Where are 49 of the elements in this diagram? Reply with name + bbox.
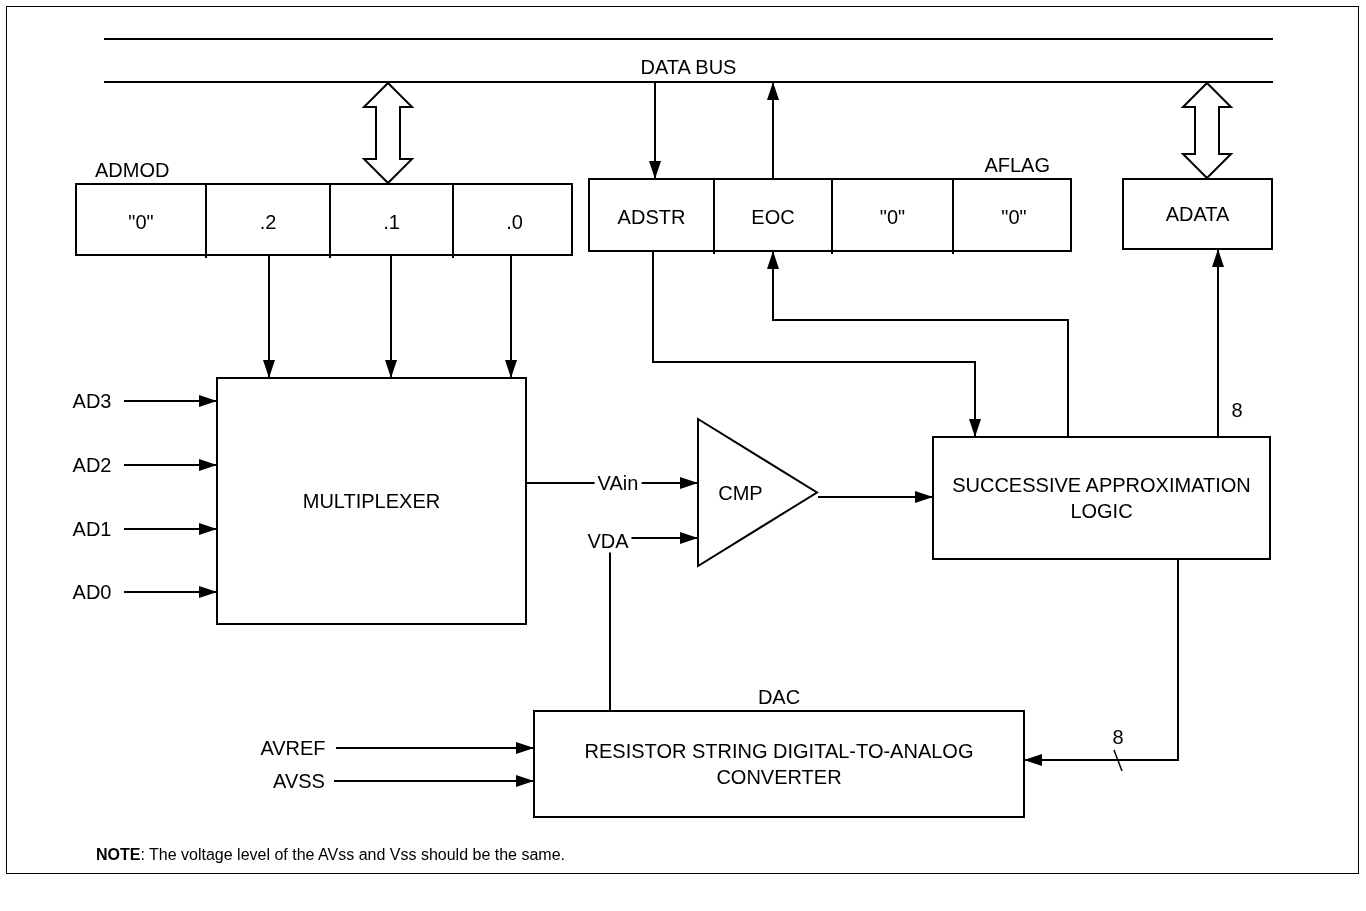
register-bit: EOC bbox=[713, 180, 831, 254]
arrow bbox=[1024, 559, 1179, 766]
data-bus bbox=[104, 38, 1273, 83]
pin-label: AVREF bbox=[260, 736, 326, 761]
block-heading: AFLAG bbox=[984, 153, 1050, 178]
comparator-triangle bbox=[697, 418, 818, 567]
pin-label: AVSS bbox=[273, 769, 325, 794]
block bbox=[932, 436, 1271, 560]
edge-label: 8 bbox=[1230, 398, 1244, 422]
register-bit: "0" bbox=[831, 180, 952, 254]
register-bit: "0" bbox=[77, 185, 205, 258]
block-label: CMP bbox=[718, 480, 764, 506]
block-label: MULTIPLEXER bbox=[301, 489, 442, 514]
arrow bbox=[263, 255, 275, 378]
arrow bbox=[652, 251, 981, 437]
pin-label: AD2 bbox=[72, 453, 112, 478]
pin-label: AD3 bbox=[72, 389, 112, 414]
edge-label: 8 bbox=[1111, 725, 1125, 749]
block-label: RESISTOR STRING DIGITAL-TO-ANALOG CONVERTER bbox=[583, 739, 975, 790]
note-text: NOTE: The voltage level of the AVss and Vss should be the same. bbox=[96, 846, 565, 864]
register-bit: .2 bbox=[205, 185, 329, 258]
block bbox=[1122, 178, 1273, 250]
arrow bbox=[817, 491, 933, 503]
block-heading: DAC bbox=[757, 685, 801, 710]
arrow bbox=[1212, 249, 1224, 437]
double-arrow bbox=[1180, 81, 1234, 180]
register-bit: "0" bbox=[952, 180, 1074, 254]
arrow bbox=[123, 586, 217, 598]
register-bit: .1 bbox=[329, 185, 452, 258]
block-label: ADATA bbox=[1164, 202, 1231, 227]
arrow bbox=[649, 82, 661, 179]
pin-label: AD0 bbox=[72, 580, 112, 605]
arrow bbox=[767, 82, 779, 179]
arrow bbox=[123, 523, 217, 535]
double-arrow bbox=[361, 81, 415, 185]
register-bit: ADSTR bbox=[590, 180, 713, 254]
block-heading: ADMOD bbox=[95, 158, 170, 183]
block bbox=[216, 377, 527, 625]
register-bit: .0 bbox=[452, 185, 575, 258]
arrow bbox=[335, 742, 534, 754]
arrow bbox=[505, 255, 517, 378]
arrow bbox=[385, 255, 397, 378]
bus-label: DATA BUS bbox=[639, 56, 738, 79]
arrow bbox=[123, 395, 217, 407]
pin-label: AD1 bbox=[72, 517, 112, 542]
arrow bbox=[333, 775, 534, 787]
block-label: SUCCESSIVE APPROXIMATION LOGIC bbox=[951, 473, 1252, 524]
arrow bbox=[767, 251, 1069, 437]
arrow bbox=[123, 459, 217, 471]
